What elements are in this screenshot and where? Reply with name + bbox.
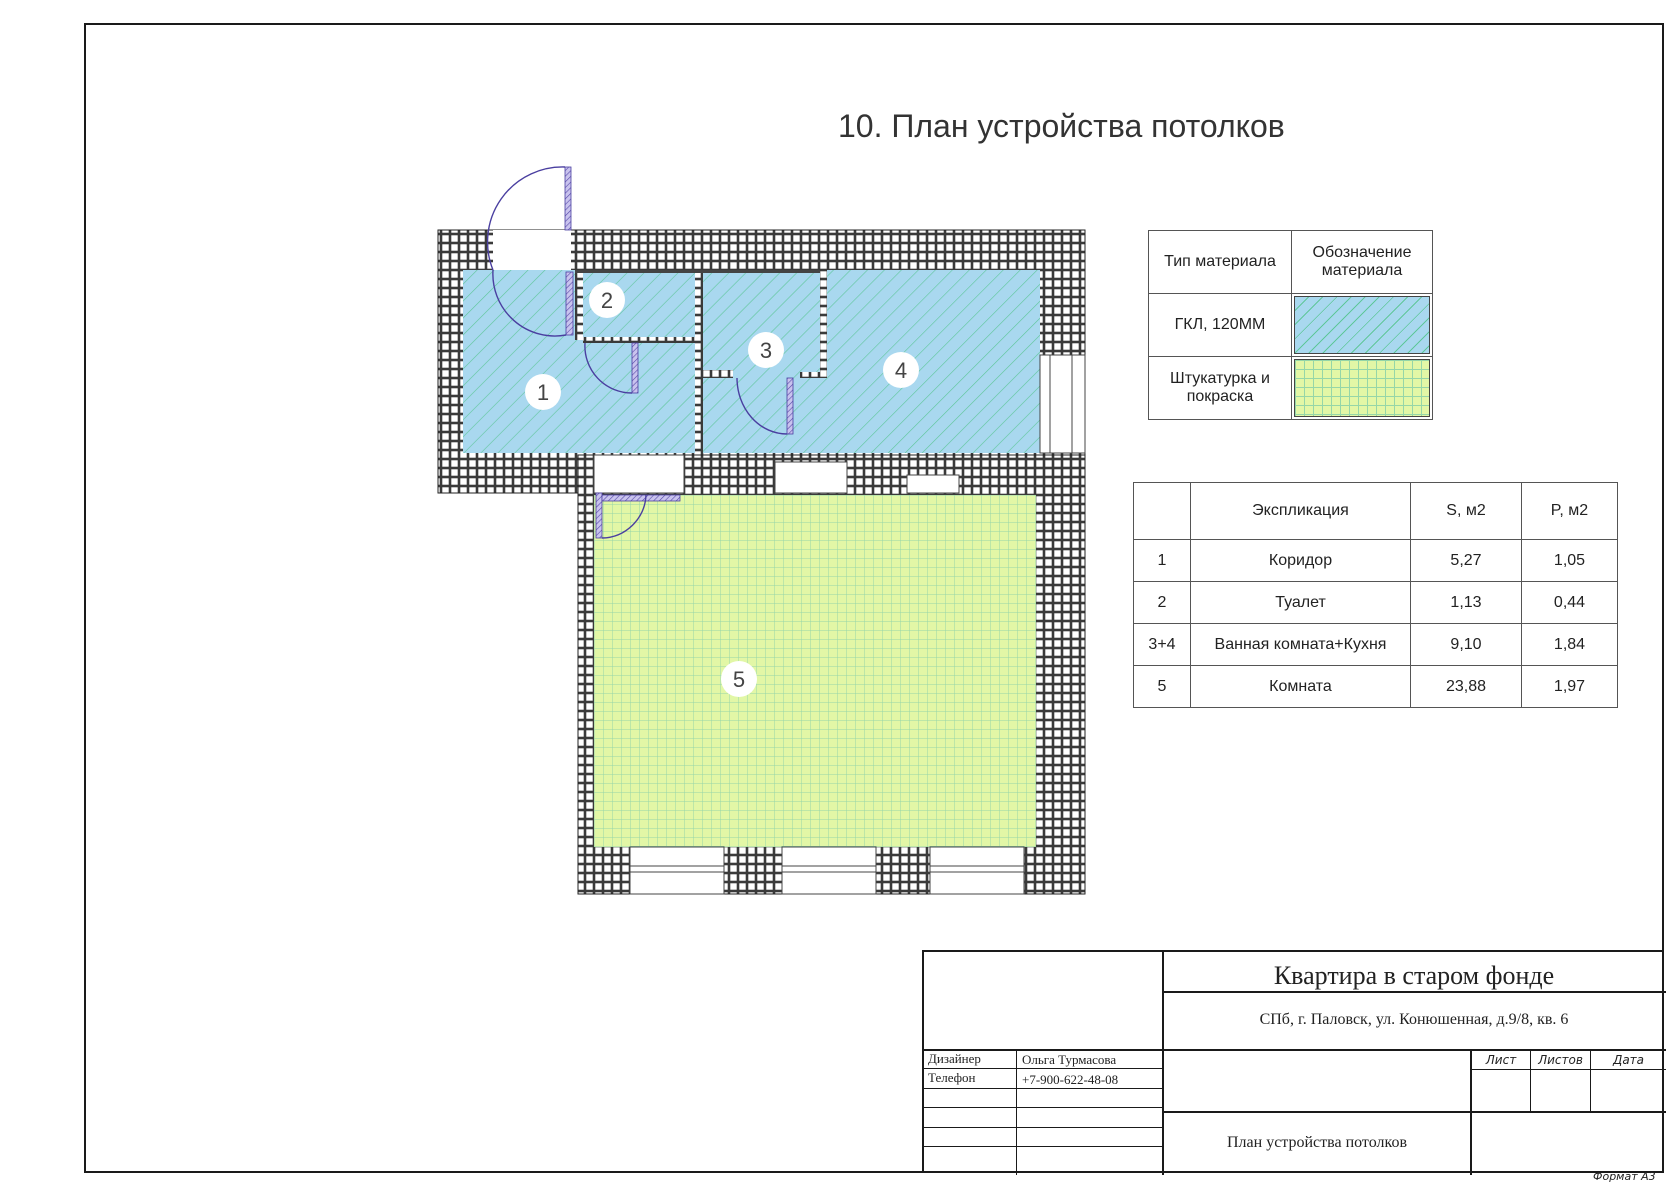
expl-cell: Комната bbox=[1190, 665, 1411, 708]
partition-2-3 bbox=[695, 270, 703, 453]
corridor-door bbox=[492, 269, 574, 337]
room-number: 1 bbox=[537, 380, 549, 405]
date-label: Дата bbox=[1612, 1053, 1645, 1067]
expl-header: P, м2 bbox=[1521, 482, 1618, 540]
room-label-4: 4 bbox=[883, 352, 919, 388]
drawing-frame bbox=[84, 23, 1664, 1173]
room-5-fill bbox=[594, 495, 1036, 847]
table-row: 3+4 Ванная комната+Кухня 9,10 1,84 bbox=[1133, 623, 1618, 666]
legend-header-type: Тип материала bbox=[1148, 230, 1292, 294]
expl-cell: 5 bbox=[1133, 665, 1191, 708]
expl-cell: 1,13 bbox=[1410, 581, 1522, 624]
sheet-label: Лист bbox=[1485, 1053, 1517, 1067]
expl-cell: Туалет bbox=[1190, 581, 1411, 624]
expl-header bbox=[1133, 482, 1191, 540]
toilet-door bbox=[584, 342, 639, 394]
phone-number: +7-900-622-48-08 bbox=[1022, 1072, 1119, 1087]
room-4-fill bbox=[826, 270, 1040, 453]
bottom-windows bbox=[629, 846, 1025, 895]
material-legend: Тип материала Обозначение материала ГКЛ,… bbox=[1148, 230, 1433, 420]
expl-cell: 5,27 bbox=[1410, 539, 1522, 582]
expl-cell: 1,97 bbox=[1521, 665, 1618, 708]
expl-cell: 2 bbox=[1133, 581, 1191, 624]
legend-swatch-plaster bbox=[1291, 356, 1433, 420]
expl-cell: Ванная комната+Кухня bbox=[1190, 623, 1411, 666]
expl-header: S, м2 bbox=[1410, 482, 1522, 540]
entrance-opening bbox=[493, 230, 571, 270]
table-row: 1 Коридор 5,27 1,05 bbox=[1133, 539, 1618, 582]
project-title: Квартира в старом фонде bbox=[1273, 961, 1555, 990]
project-address: СПб, г. Паловск, ул. Конюшенная, д.9/8, … bbox=[1259, 1011, 1569, 1028]
room-label-2: 2 bbox=[589, 282, 625, 318]
expl-cell: 3+4 bbox=[1133, 623, 1191, 666]
expl-cell: 1,05 bbox=[1521, 539, 1618, 582]
expl-cell: 23,88 bbox=[1410, 665, 1522, 708]
room-label-5: 5 bbox=[721, 661, 757, 697]
sheet-title: План устройства потолков bbox=[1226, 1134, 1407, 1151]
bathroom-door bbox=[736, 377, 794, 435]
format-label: Формат А3 bbox=[1593, 1170, 1656, 1183]
title-block: Квартира в старом фонде СПб, г. Паловск,… bbox=[922, 950, 1666, 1175]
legend-swatch-gkl bbox=[1291, 293, 1433, 357]
page-title: 10. План устройства потолков bbox=[838, 108, 1285, 144]
expl-cell: 1,84 bbox=[1521, 623, 1618, 666]
room-label-1: 1 bbox=[525, 374, 561, 410]
expl-cell: 0,44 bbox=[1521, 581, 1618, 624]
partition-3-bottom bbox=[800, 372, 827, 378]
expl-cell: 9,10 bbox=[1410, 623, 1522, 666]
partition-1-2 bbox=[575, 270, 583, 340]
table-row: 5 Комната 23,88 1,97 bbox=[1133, 665, 1618, 708]
room-number: 2 bbox=[601, 288, 613, 313]
opening-corridor-room bbox=[593, 454, 685, 494]
partition-top bbox=[575, 270, 820, 273]
table-row: 2 Туалет 1,13 0,44 bbox=[1133, 581, 1618, 624]
phone-label: Телефон bbox=[928, 1070, 976, 1085]
entrance-door bbox=[486, 166, 572, 271]
explication-table: Экспликация S, м2 P, м2 1 Коридор 5,27 1… bbox=[1133, 482, 1618, 708]
designer-name: Ольга Турмасова bbox=[1022, 1052, 1117, 1067]
window-inner-1 bbox=[774, 461, 848, 494]
window-inner-2 bbox=[906, 474, 960, 494]
legend-type: ГКЛ, 120ММ bbox=[1148, 293, 1292, 357]
expl-cell: 1 bbox=[1133, 539, 1191, 582]
room-number: 5 bbox=[733, 667, 745, 692]
partition-2-bottom bbox=[583, 337, 695, 343]
room-number: 3 bbox=[760, 338, 772, 363]
room-door bbox=[595, 492, 681, 539]
room-number: 4 bbox=[895, 358, 907, 383]
expl-cell: Коридор bbox=[1190, 539, 1411, 582]
room-label-3: 3 bbox=[748, 332, 784, 368]
partition-3-4 bbox=[820, 270, 827, 378]
legend-type: Штукатурка и покраска bbox=[1148, 356, 1292, 420]
window-right bbox=[1039, 354, 1086, 454]
sheets-label: Листов bbox=[1538, 1053, 1583, 1067]
designer-label: Дизайнер bbox=[928, 1051, 981, 1066]
expl-header: Экспликация bbox=[1190, 482, 1411, 540]
legend-header-mark: Обозначение материала bbox=[1291, 230, 1433, 294]
